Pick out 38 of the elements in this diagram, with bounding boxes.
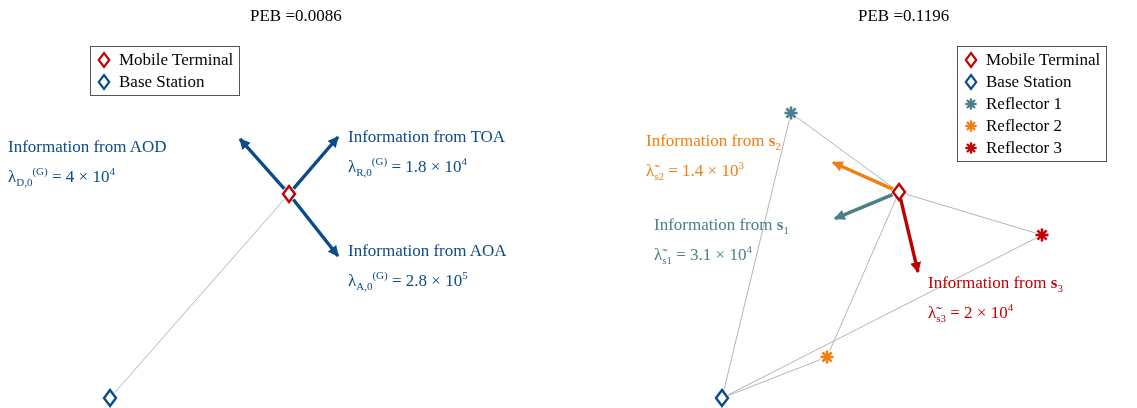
connecting-line — [796, 116, 894, 189]
connecting-line — [905, 193, 1036, 234]
arrow — [292, 198, 340, 258]
plot-title: PEB =0.1196 — [858, 5, 950, 27]
legend-label: Mobile Terminal — [986, 50, 1101, 70]
connecting-line — [727, 237, 1037, 396]
legend-label: Reflector 1 — [986, 94, 1062, 114]
formula-text: λ$_{D,0}$$^{(G)}$ = 4 × 10$^{4}$ — [8, 164, 115, 191]
annotation-text: Information from s$_{2}$ — [646, 130, 781, 155]
arrow — [292, 135, 340, 190]
plot-title: PEB =0.0086 — [250, 5, 342, 27]
formula-text: λ̃$_{s3}$ = 2 × 10$^{4}$ — [928, 300, 1014, 327]
position-marker — [714, 388, 730, 408]
annotation-text: Information from s$_{3}$ — [928, 272, 1063, 297]
connecting-line — [728, 359, 821, 396]
legend-label: Reflector 2 — [986, 116, 1062, 136]
arrow — [832, 160, 894, 191]
connecting-line — [114, 198, 285, 394]
formula-text: λ̃$_{s1}$ = 3.1 × 10$^{4}$ — [654, 242, 752, 269]
annotation-text: Information from TOA — [348, 126, 506, 148]
legend-label: Base Station — [986, 72, 1072, 92]
legend-label: Mobile Terminal — [119, 50, 234, 70]
arrow — [898, 198, 922, 274]
position-marker — [102, 388, 118, 408]
formula-text: λ$_{A,0}$$^{(G)}$ = 2.8 × 10$^{5}$ — [348, 268, 468, 295]
connecting-line — [829, 197, 897, 352]
arrow — [834, 193, 894, 221]
legend-label: Base Station — [119, 72, 205, 92]
annotation-text: Information from AOD — [8, 136, 167, 158]
formula-text: λ$_{R,0}$$^{(G)}$ = 1.8 × 10$^{4}$ — [348, 154, 468, 181]
position-marker — [281, 184, 297, 204]
formula-text: λ̃$_{s2}$ = 1.4 × 10$^{3}$ — [646, 158, 744, 185]
connecting-line — [723, 119, 790, 392]
legend-label: Reflector 3 — [986, 138, 1062, 158]
position-marker — [891, 182, 907, 202]
arrow — [238, 137, 286, 190]
annotation-text: Information from AOA — [348, 240, 507, 262]
annotation-text: Information from s$_{1}$ — [654, 214, 789, 239]
